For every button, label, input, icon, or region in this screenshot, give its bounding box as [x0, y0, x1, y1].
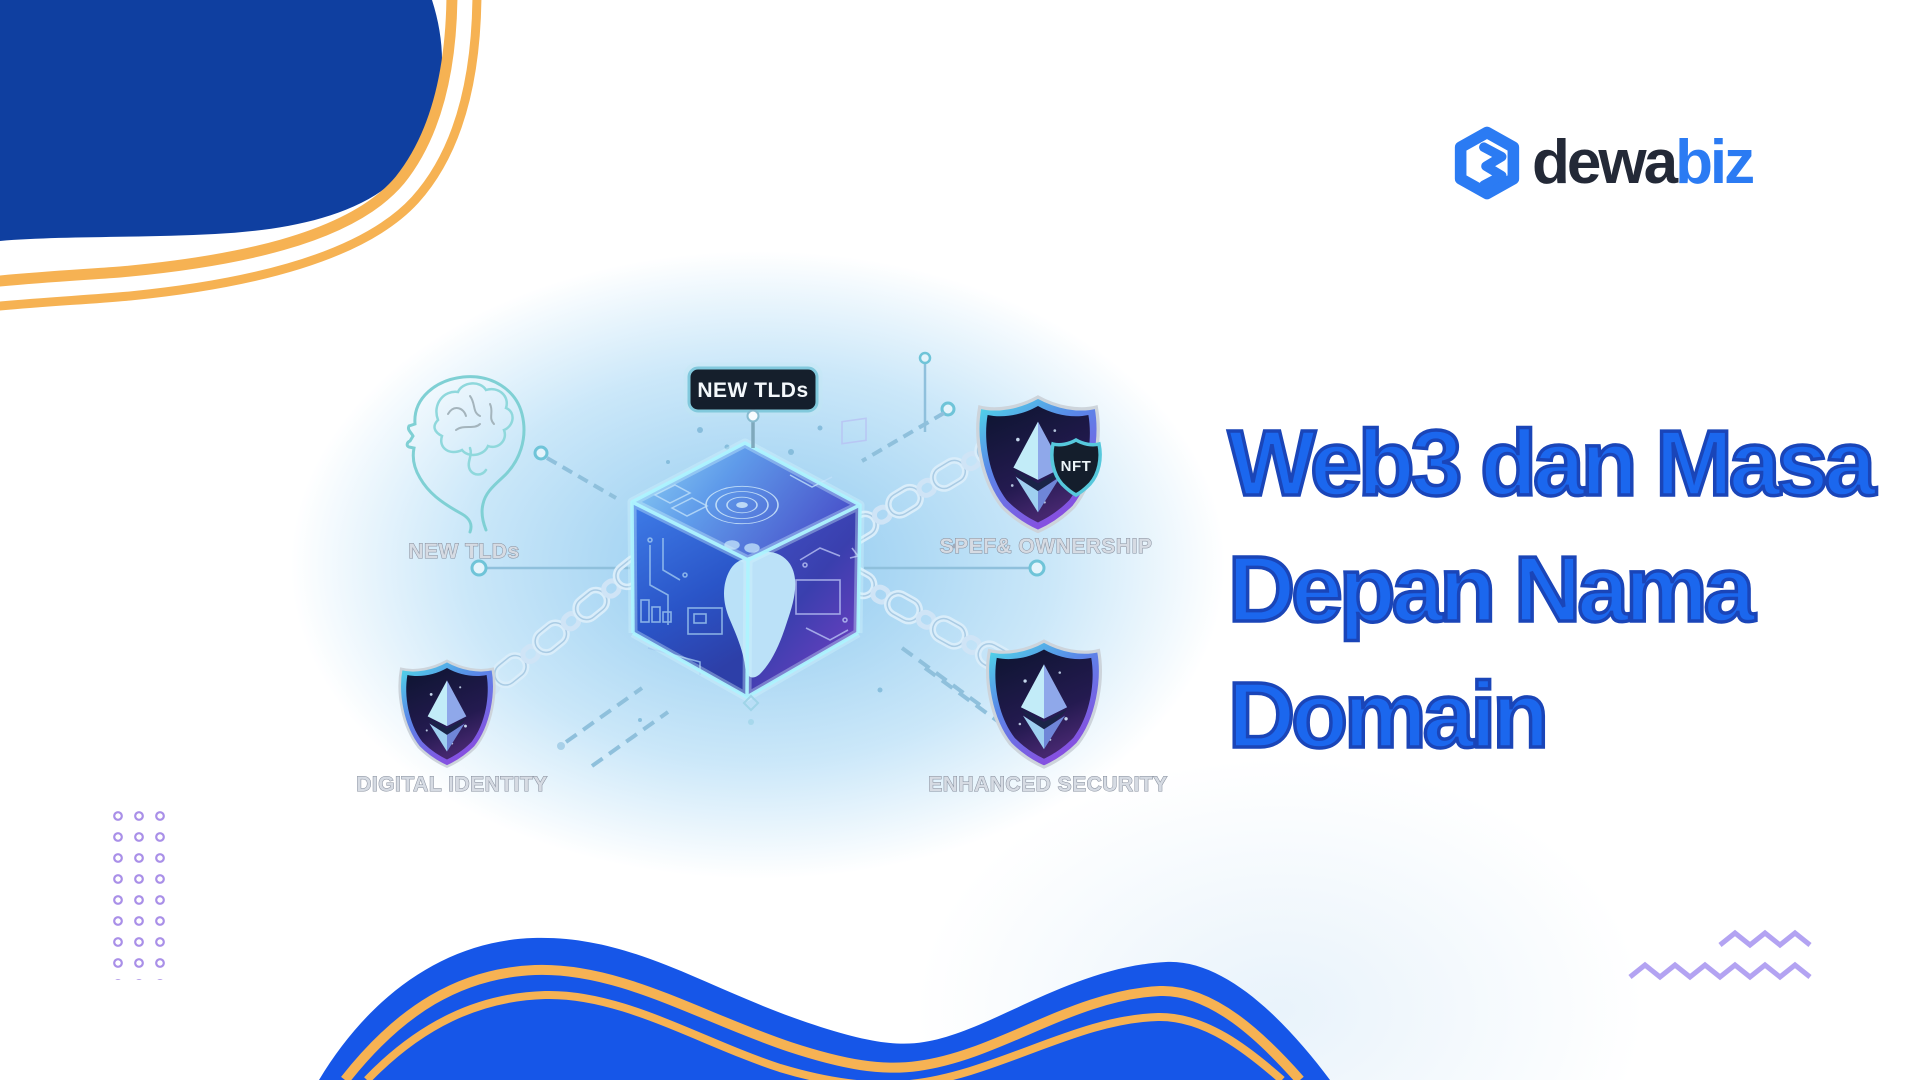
blockchain-cube-icon: [627, 417, 867, 725]
logo-wordmark: dewabiz: [1532, 120, 1755, 206]
dewabiz-logo-icon: [1454, 126, 1520, 200]
sign-label: NEW TLDs: [697, 379, 808, 402]
title-line-3: Domain: [1226, 661, 1551, 769]
eth-shield-icon-identity: [398, 659, 496, 768]
dewabiz-logo: dewabiz: [1448, 120, 1755, 206]
logo-text-accent: biz: [1675, 128, 1755, 197]
label-new-tlds: NEW TLDs: [408, 540, 519, 563]
label-enhanced-security: ENHANCED SECURITY: [928, 773, 1168, 796]
brain-head-icon: [405, 375, 526, 534]
nft-badge-icon: NFT: [1050, 438, 1102, 497]
title-line-2: Depan Nama: [1226, 535, 1757, 643]
zigzag-decoration: [1628, 929, 1812, 981]
bottom-wave-decoration: [319, 937, 1330, 1080]
dots-grid-decoration: [112, 810, 176, 980]
new-tlds-sign: NEW TLDs: [683, 362, 823, 448]
label-spef-ownership: SPEF& OWNERSHIP: [940, 535, 1153, 558]
title-line-1: Web3 dan Masa: [1226, 409, 1878, 517]
eth-shield-icon-security: [986, 639, 1102, 769]
nft-badge-label: NFT: [1061, 458, 1092, 475]
page-title: Web3 dan Masa Depan Nama Domain: [1226, 400, 1920, 778]
corner-blob-decoration: [0, 0, 482, 311]
logo-text-dark: dewa: [1532, 128, 1678, 197]
label-digital-identity: DIGITAL IDENTITY: [356, 773, 548, 796]
